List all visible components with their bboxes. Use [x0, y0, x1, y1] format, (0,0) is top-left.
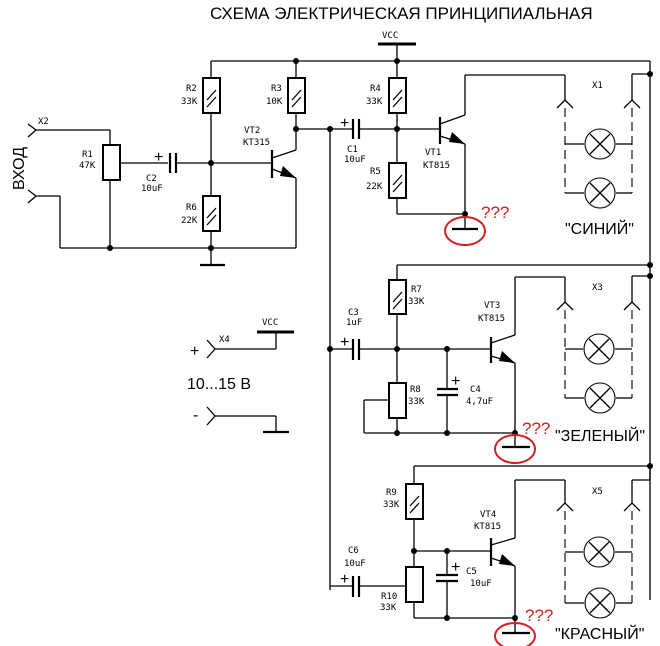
input-label: ВХОД: [11, 147, 28, 190]
resistor-r7: R7 33K: [388, 265, 425, 383]
power-connector-x4: + X4 VCC 10...15 В -: [187, 318, 294, 434]
capacitor-c1: + C1 10uF: [330, 115, 440, 165]
transistor-vt4: VT4 КТ815: [474, 479, 565, 618]
svg-text:10uF: 10uF: [344, 559, 366, 569]
transistor-vt3: VT3 КТ815: [478, 276, 565, 433]
svg-text:VT3: VT3: [484, 301, 500, 311]
svg-text:R1: R1: [82, 150, 93, 160]
ground-vt3: ???: [494, 419, 550, 464]
svg-text:+: +: [190, 343, 199, 360]
resistor-r1: R1 47K: [79, 130, 168, 248]
svg-text:???: ???: [522, 419, 550, 438]
capacitor-c4: + C4 4,7uF: [437, 349, 493, 433]
svg-text:X2: X2: [38, 117, 49, 127]
capacitor-c6: + C6 10uF: [330, 546, 406, 597]
input-connector-x2: ВХОД X2: [11, 117, 110, 248]
svg-text:X3: X3: [592, 283, 603, 293]
svg-text:VT4: VT4: [480, 510, 496, 520]
svg-text:R4: R4: [370, 84, 381, 94]
svg-text:33K: 33K: [380, 603, 397, 613]
resistor-r4: R4 33K: [366, 61, 407, 163]
resistor-r10: R10 33K: [380, 566, 424, 618]
capacitor-c3: + C3 1uF: [330, 308, 490, 360]
svg-text:C1: C1: [347, 145, 358, 155]
svg-text:VT2: VT2: [244, 126, 260, 136]
svg-text:R5: R5: [370, 167, 381, 177]
svg-text:47K: 47K: [79, 161, 96, 171]
svg-text:33K: 33K: [408, 397, 425, 407]
ground-vt4: ???: [494, 606, 553, 646]
resistor-r9: R9 33K: [383, 466, 424, 567]
resistor-r5: R5 22K: [366, 162, 465, 215]
channel-label-red: "КРАСНЫЙ": [555, 624, 644, 643]
svg-text:X1: X1: [592, 81, 603, 91]
svg-text:33K: 33K: [383, 500, 400, 510]
ground-vt1: ???: [444, 203, 509, 246]
svg-text:22K: 22K: [181, 216, 198, 226]
lamp-block-x1: X1 "СИНИЙ": [556, 73, 650, 238]
svg-text:C5: C5: [466, 567, 477, 577]
capacitor-c5: + C5 10uF: [436, 551, 492, 618]
svg-text:C3: C3: [348, 308, 359, 318]
svg-text:33K: 33K: [181, 97, 198, 107]
svg-text:C2: C2: [146, 174, 157, 184]
capacitor-c2: + C2 10uF: [141, 149, 211, 194]
svg-text:+: +: [340, 571, 349, 588]
svg-text:33K: 33K: [408, 297, 425, 307]
svg-text:КТ315: КТ315: [243, 138, 270, 148]
transistor-vt1: VT1 КТ815: [423, 74, 565, 214]
vcc-power-label: VCC: [262, 318, 278, 328]
schematic-title: СХЕМА ЭЛЕКТРИЧЕСКАЯ ПРИНЦИПИАЛЬНАЯ: [210, 4, 593, 23]
voltage-label: 10...15 В: [187, 376, 251, 393]
lamp-block-x3: X3 "ЗЕЛЕНЫЙ": [555, 275, 650, 445]
svg-text:КТ815: КТ815: [478, 314, 505, 324]
svg-text:10uF: 10uF: [141, 184, 163, 194]
resistor-r6: R6 22K: [181, 195, 221, 266]
vcc-top-label: VCC: [382, 31, 398, 41]
svg-text:10uF: 10uF: [344, 155, 366, 165]
resistor-r2: R2 33K: [181, 61, 221, 196]
svg-text:R10: R10: [381, 592, 397, 602]
svg-text:4,7uF: 4,7uF: [466, 397, 493, 407]
svg-text:C6: C6: [348, 546, 359, 556]
channel-label-green: "ЗЕЛЕНЫЙ": [555, 426, 645, 445]
svg-text:+: +: [451, 559, 460, 576]
svg-text:22K: 22K: [366, 182, 383, 192]
svg-text:-: -: [193, 407, 198, 424]
svg-text:+: +: [340, 115, 349, 132]
svg-text:10uF: 10uF: [470, 579, 492, 589]
vcc-top-rail: VCC: [378, 31, 416, 61]
transistor-vt2: VT2 КТ315: [211, 126, 297, 248]
svg-text:+: +: [451, 373, 460, 390]
svg-text:R8: R8: [410, 385, 421, 395]
svg-text:R2: R2: [186, 84, 197, 94]
channel-label-blue: "СИНИЙ": [565, 219, 634, 238]
svg-text:VT1: VT1: [425, 148, 441, 158]
svg-text:R3: R3: [271, 84, 282, 94]
svg-text:+: +: [154, 149, 163, 166]
resistor-r3: R3 10K: [266, 61, 306, 150]
svg-text:???: ???: [525, 606, 553, 625]
resistor-r8: R8 33K: [363, 382, 425, 433]
svg-text:КТ815: КТ815: [474, 522, 501, 532]
svg-text:R9: R9: [386, 488, 397, 498]
svg-text:КТ815: КТ815: [423, 161, 450, 171]
svg-text:10K: 10K: [266, 97, 283, 107]
svg-text:R7: R7: [411, 285, 422, 295]
svg-text:X4: X4: [219, 335, 230, 345]
svg-text:33K: 33K: [366, 97, 383, 107]
svg-text:+: +: [340, 334, 349, 351]
svg-text:???: ???: [481, 203, 509, 222]
lamp-block-x5: X5 "КРАСНЫЙ": [555, 479, 650, 643]
svg-text:1uF: 1uF: [346, 318, 362, 328]
svg-text:R6: R6: [186, 203, 197, 213]
svg-text:X5: X5: [592, 487, 603, 497]
svg-text:C4: C4: [470, 385, 481, 395]
